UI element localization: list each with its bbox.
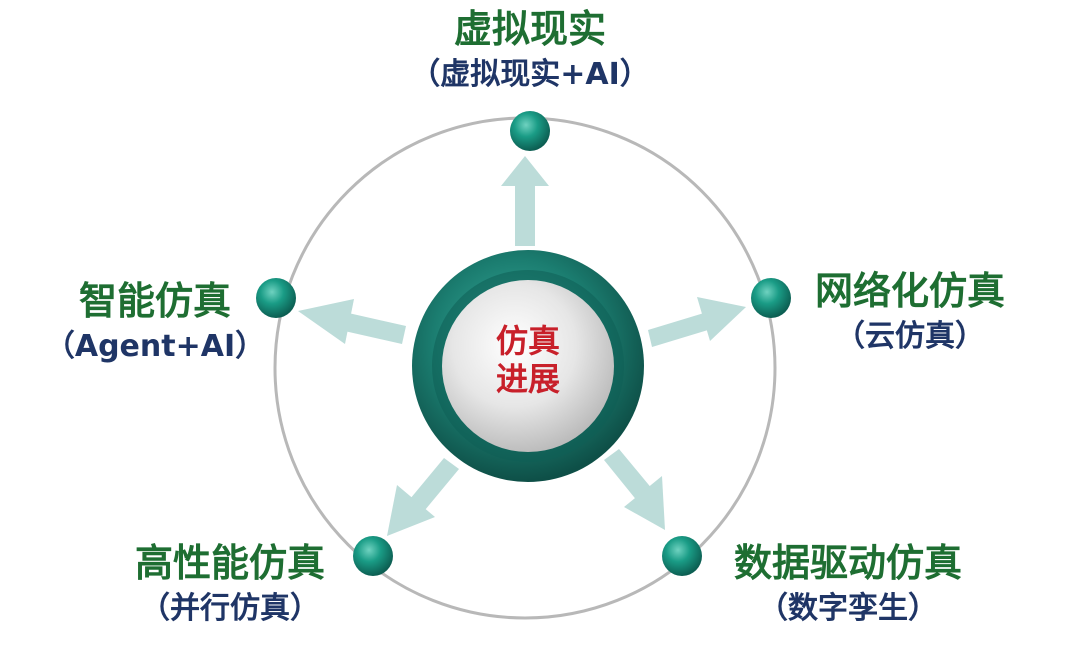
- arrow-top: [501, 156, 549, 246]
- node-right-label: 网络化仿真 （云仿真）: [790, 269, 1030, 354]
- node-right-dot: [751, 278, 791, 318]
- node-bottom-left-subtitle: （并行仿真）: [140, 590, 320, 626]
- node-bottom-right-label: 数据驱动仿真 （数字孪生）: [708, 541, 988, 626]
- node-left-label: 智能仿真 （Agent+AI）: [30, 279, 280, 364]
- arrow-right: [648, 297, 746, 347]
- node-right-subtitle: （云仿真）: [835, 318, 985, 354]
- node-bottom-left-title: 高性能仿真: [134, 541, 325, 585]
- arrow-bottom-right: [604, 449, 665, 530]
- node-right-title: 网络化仿真: [814, 269, 1005, 313]
- node-bottom-right-title: 数据驱动仿真: [733, 541, 962, 585]
- node-top-label: 虚拟现实 （虚拟现实+AI）: [380, 7, 680, 92]
- node-bottom-left-dot: [353, 536, 393, 576]
- center-label: 仿真 进展: [448, 322, 608, 399]
- node-bottom-right-dot: [662, 536, 702, 576]
- node-left-title: 智能仿真: [78, 279, 231, 323]
- node-top-title: 虚拟现实: [453, 7, 606, 51]
- arrow-left: [298, 299, 406, 344]
- node-bottom-right-subtitle: （数字孪生）: [758, 590, 938, 626]
- node-left-dot: [256, 278, 296, 318]
- node-top-dot: [510, 111, 550, 151]
- node-top-subtitle: （虚拟现实+AI）: [410, 56, 650, 92]
- center-hub: [412, 250, 644, 482]
- node-left-subtitle: （Agent+AI）: [44, 328, 266, 364]
- arrow-bottom-left: [387, 458, 459, 536]
- node-bottom-left-label: 高性能仿真 （并行仿真）: [110, 541, 350, 626]
- center-label-line1: 仿真: [495, 322, 560, 360]
- center-label-line2: 进展: [495, 360, 560, 399]
